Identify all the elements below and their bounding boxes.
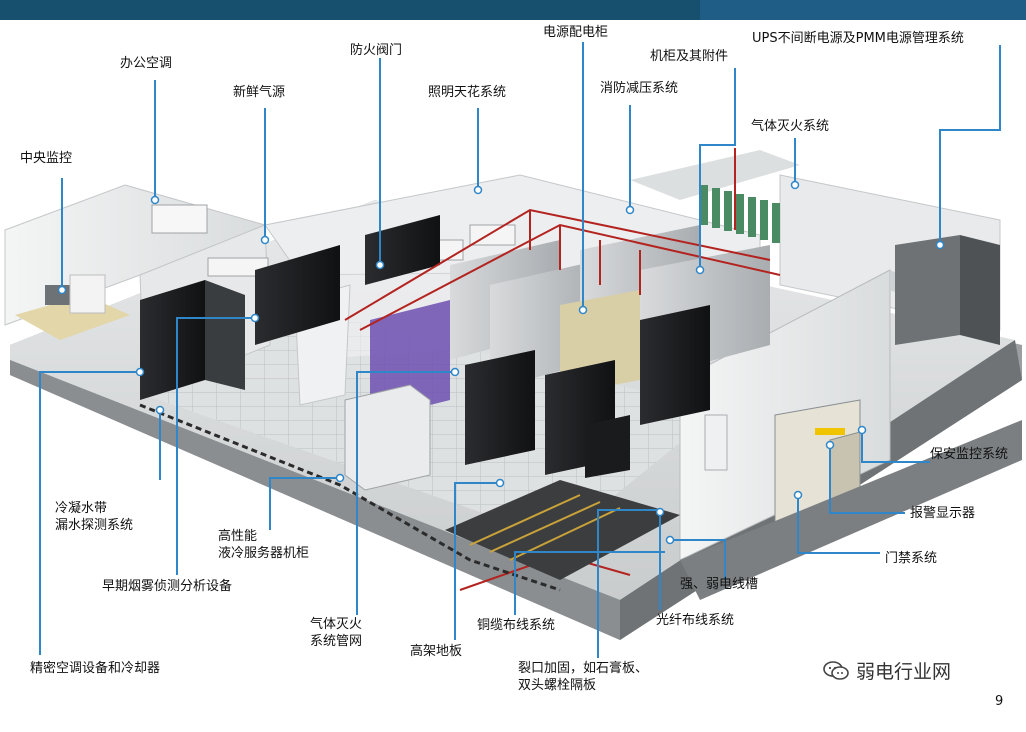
footer-brand-text: 弱电行业网 [856,661,951,683]
label-security-monitor: 保安监控系统 [930,446,1008,463]
wechat-icon [822,660,850,682]
page-number: 9 [995,694,1003,709]
label-gas-fire: 气体灭火系统 [751,118,829,135]
label-rack: 机柜及其附件 [650,48,728,65]
door [705,415,727,470]
label-precision-ac: 精密空调设备和冷却器 [30,660,160,677]
label-fire-valve: 防火阀门 [350,42,402,59]
footer-brand: 弱电行业网 [822,657,951,684]
label-access-control: 门禁系统 [885,550,937,567]
label-reinforce: 裂口加固，如石膏板、 双头螺栓隔板 [518,660,648,694]
label-smoke-detect: 早期烟雾侦测分析设备 [102,578,232,595]
label-alarm-display: 报警显示器 [910,505,975,522]
label-lighting: 照明天花系统 [428,84,506,101]
label-gas-pipe: 气体灭火 系统管网 [310,616,362,650]
label-office-ac: 办公空调 [120,55,172,72]
label-central-monitor: 中央监控 [20,150,72,167]
label-fresh-air: 新鲜气源 [233,84,285,101]
label-power-cabinet: 电源配电柜 [543,24,608,41]
label-raised-floor: 高架地板 [410,643,462,660]
office-ac-unit [152,205,207,233]
label-pressure-relief: 消防减压系统 [600,80,678,97]
label-cable-tray: 强、弱电线槽 [680,576,758,593]
label-fiber: 光纤布线系统 [656,612,734,629]
label-ups: UPS不间断电源及PMM电源管理系统 [752,30,964,47]
label-liquid-cool: 高性能 液冷服务器机柜 [218,528,309,562]
ups-cabinets [895,235,1000,345]
label-water-leak: 冷凝水带 漏水探测系统 [55,500,133,534]
label-copper: 铜缆布线系统 [477,617,555,634]
